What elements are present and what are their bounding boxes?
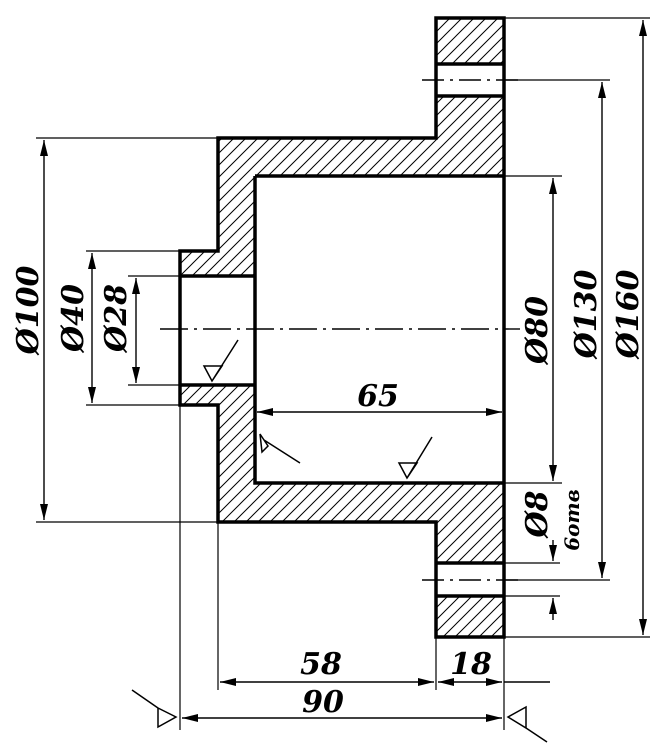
dim-text-58: 58 xyxy=(300,647,342,682)
dim-text-18: 18 xyxy=(450,647,492,682)
dim-text-d100: Ø100 xyxy=(11,266,46,357)
hatched-flange-top-block xyxy=(436,18,504,64)
center-lines xyxy=(160,79,520,581)
dim-text-d160: Ø160 xyxy=(611,270,646,361)
dim-text-d8: Ø8 xyxy=(520,490,555,539)
dim-text-90: 90 xyxy=(302,685,344,720)
hatched-flange-bottom-block xyxy=(436,596,504,637)
extension-lines xyxy=(36,17,650,730)
holes-note-text: 6отв xyxy=(560,489,584,551)
dimension-lines xyxy=(40,20,647,722)
roughness-symbol-face xyxy=(259,433,301,464)
hatched-section-lower xyxy=(180,385,504,563)
roughness-symbol-left-base xyxy=(131,689,178,729)
hatched-section-upper xyxy=(180,96,504,276)
dim-text-d40: Ø40 xyxy=(56,284,91,354)
roughness-symbol-bore xyxy=(202,339,239,383)
roughness-symbols xyxy=(131,339,548,743)
dim-text-d28: Ø28 xyxy=(99,284,134,354)
dim-text-65: 65 xyxy=(357,379,399,414)
roughness-symbol-right-base xyxy=(506,705,548,743)
dim-text-d80: Ø80 xyxy=(520,296,555,366)
roughness-symbol-bottom xyxy=(397,436,433,480)
dim-text-d130: Ø130 xyxy=(569,270,604,361)
